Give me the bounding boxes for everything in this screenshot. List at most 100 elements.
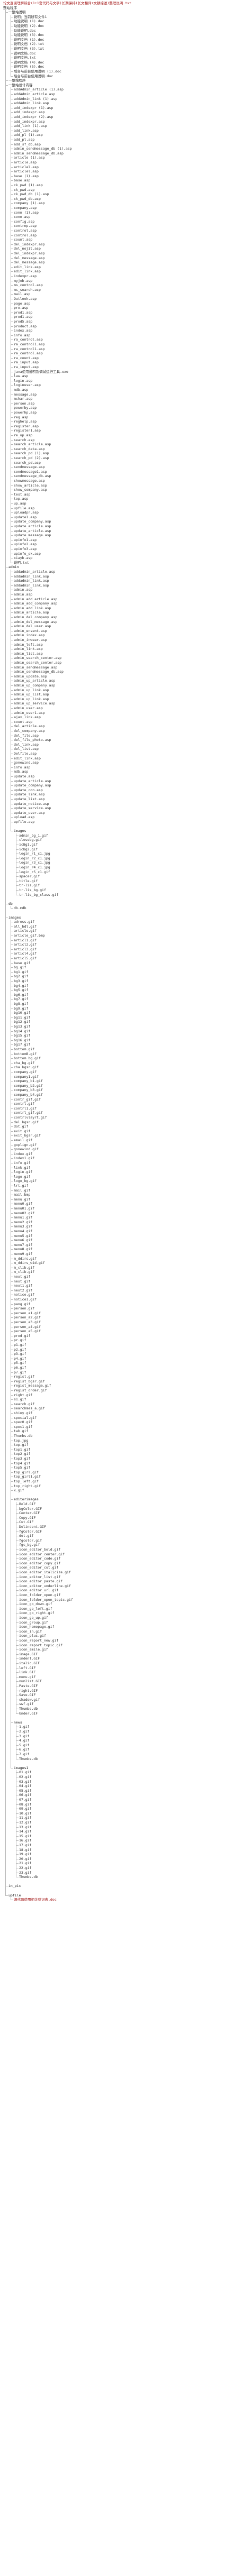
tree-file[interactable]: 说明文档 (3).txt bbox=[14, 47, 44, 51]
tree-file[interactable]: search_pd (2).asp bbox=[14, 456, 49, 461]
tree-file[interactable]: admin_search_center.asp bbox=[14, 661, 61, 665]
tree-file[interactable]: mdb.asp bbox=[14, 388, 28, 392]
tree-file[interactable]: admin_add_company.asp bbox=[14, 601, 57, 606]
tree-file[interactable]: next.gif bbox=[14, 1279, 30, 1284]
tree-file[interactable]: indent.GIF bbox=[19, 1656, 40, 1661]
tree-file[interactable]: Copy.GIF bbox=[19, 1516, 35, 1520]
tree-file[interactable]: mdb.asp bbox=[14, 769, 28, 774]
tree-file[interactable]: loginuser.asp bbox=[14, 383, 41, 388]
tree-file[interactable]: add_indexpr.asp bbox=[14, 110, 45, 115]
tree-file[interactable]: 16.gif bbox=[19, 1838, 31, 1843]
tree-file[interactable]: icBg2.gif bbox=[19, 847, 38, 852]
tree-file[interactable]: re_up.asp bbox=[14, 433, 32, 438]
tree-file[interactable]: db.mdb bbox=[14, 906, 26, 911]
tree-file[interactable]: title.gif bbox=[19, 879, 38, 884]
tree-file[interactable]: 07.gif bbox=[19, 1798, 31, 1802]
tree-file[interactable]: 说明文档.txt bbox=[14, 56, 36, 60]
tree-file[interactable]: top4.gif bbox=[14, 1461, 30, 1466]
tree-file[interactable]: mchar.asp bbox=[14, 397, 32, 401]
tree-file[interactable]: menu0.gif bbox=[14, 1202, 32, 1206]
tree-file[interactable]: bg9.gif bbox=[14, 1006, 28, 1011]
tree-file[interactable]: 19.gif bbox=[19, 1852, 31, 1857]
tree-file[interactable]: ck_pwd.asp bbox=[14, 188, 34, 192]
tree-file[interactable]: admin_add_article.asp bbox=[14, 597, 57, 602]
tree-file[interactable]: icon_smile.gif bbox=[19, 1647, 48, 1652]
tree-file[interactable]: 10.gif bbox=[19, 1811, 31, 1816]
tree-file[interactable]: upload.asp bbox=[14, 815, 34, 820]
tree-file[interactable]: 源代码使用相关登记表.doc bbox=[14, 1897, 57, 1902]
tree-file[interactable]: 21.gif bbox=[19, 1861, 31, 1866]
tree-folder[interactable]: images bbox=[8, 915, 21, 920]
tree-file[interactable]: person_a2.gif bbox=[14, 1315, 41, 1320]
tree-file[interactable]: info.asp bbox=[14, 765, 30, 770]
tree-file[interactable]: article_gif.bmp bbox=[14, 933, 45, 938]
tree-file[interactable]: admin_ensent.asp bbox=[14, 629, 47, 634]
tree-file[interactable]: bg15.gif bbox=[14, 1033, 30, 1038]
tree-file[interactable]: 说明.txt bbox=[14, 561, 29, 565]
tree-file[interactable]: prod5.asp bbox=[14, 319, 32, 324]
tree-file[interactable]: register.asp bbox=[14, 424, 39, 429]
tree-file[interactable]: company (1).asp bbox=[14, 201, 45, 206]
tree-file[interactable]: 功能说明.doc bbox=[14, 29, 36, 33]
tree-file[interactable]: top_right.gif bbox=[14, 1484, 41, 1489]
tree-file[interactable]: addAdmin_link.asp bbox=[14, 101, 49, 106]
tree-file[interactable]: contrlvlayrt.gif bbox=[14, 1115, 47, 1120]
tree-file[interactable]: admin_up_service.asp bbox=[14, 701, 55, 706]
tree-folder[interactable]: 整站程序 bbox=[3, 6, 17, 11]
tree-file[interactable]: Save.GIF bbox=[19, 1693, 35, 1698]
tree-file[interactable]: top_girl1.gif bbox=[14, 1474, 41, 1479]
tree-file[interactable]: update1.asp bbox=[14, 515, 37, 520]
tree-file[interactable]: bg1.gif bbox=[14, 970, 28, 975]
tree-file[interactable]: tr-lis_bg_class.gif bbox=[19, 893, 58, 897]
tree-file[interactable]: bg2.gif bbox=[14, 974, 28, 979]
tree-folder[interactable]: 一整站程序 bbox=[8, 78, 26, 83]
tree-file[interactable]: fgColor.GIF bbox=[19, 1529, 42, 1534]
tree-file[interactable]: del_message.asp bbox=[14, 256, 45, 261]
tree-file[interactable]: admin_inwear.asp bbox=[14, 638, 47, 643]
tree-file[interactable]: update_list.asp bbox=[14, 797, 45, 802]
tree-file[interactable]: next2.gif bbox=[14, 1288, 32, 1293]
tree-file[interactable]: 说明文档 (4).doc bbox=[14, 60, 44, 65]
tree-file[interactable]: update_company.asp bbox=[14, 783, 51, 788]
tree-file[interactable]: m_ddirs_wid.gif bbox=[14, 1261, 45, 1266]
tree-file[interactable]: icon_go_right.gif bbox=[19, 1611, 55, 1616]
tree-file[interactable]: tr-lis.gif bbox=[19, 883, 40, 888]
tree-file[interactable]: goplign.gif bbox=[14, 1143, 37, 1148]
tree-file[interactable]: admin_sendmessage_db.asp bbox=[14, 670, 64, 674]
tree-file[interactable]: update.asp bbox=[14, 774, 34, 779]
tree-file[interactable]: fgcolor.gif bbox=[19, 1538, 42, 1543]
tree-file[interactable]: menu.gif bbox=[19, 1675, 35, 1680]
tree-file[interactable]: control.asp bbox=[14, 228, 37, 233]
tree-file[interactable]: icon_in.gif bbox=[19, 1629, 42, 1634]
tree-file[interactable]: icon_go_up.gif bbox=[19, 1616, 48, 1620]
tree-file[interactable]: closebg.gif bbox=[19, 838, 42, 842]
tree-file[interactable]: 17.gif bbox=[19, 1843, 31, 1848]
tree-file[interactable]: bg.gif bbox=[14, 965, 26, 970]
tree-file[interactable]: java使用说明及调试运行工具.exe bbox=[14, 370, 68, 374]
tree-file[interactable]: regist.gif bbox=[14, 1374, 34, 1379]
tree-file[interactable]: top_girl.gif bbox=[14, 1470, 39, 1475]
tree-file[interactable]: admin_sendmessage_db.asp bbox=[14, 151, 64, 156]
tree-file[interactable]: icon_editor_cut.gif bbox=[19, 1565, 58, 1570]
tree-file[interactable]: config.asp bbox=[14, 219, 34, 224]
tree-file[interactable]: icon_editor_italicize.gif bbox=[19, 1570, 71, 1575]
tree-file[interactable]: update_con.asp bbox=[14, 788, 43, 793]
tree-file[interactable]: pro.asp bbox=[14, 306, 28, 310]
tree-file[interactable]: top1.gif bbox=[14, 1447, 30, 1452]
tree-file[interactable]: top.jpg bbox=[14, 1438, 28, 1443]
tree-file[interactable]: 说明：当前所有文件1 bbox=[14, 15, 47, 20]
tree-file[interactable]: 22.gif bbox=[19, 1866, 31, 1871]
tree-file[interactable]: icon_plus.gif bbox=[19, 1634, 46, 1638]
tree-file[interactable]: menu1.gif bbox=[14, 1215, 32, 1220]
tree-file[interactable]: Thumbs.db bbox=[19, 1707, 38, 1711]
tree-file[interactable]: del_file.asp bbox=[14, 734, 39, 738]
tree-file[interactable]: admin_del_message.asp bbox=[14, 620, 57, 625]
tree-file[interactable]: contrnp.asp bbox=[14, 224, 37, 228]
tree-file[interactable]: update_service.asp bbox=[14, 806, 51, 811]
tree-file[interactable]: addAdmin_article.asp bbox=[14, 92, 55, 97]
tree-file[interactable]: admin_bg_1.gif bbox=[19, 833, 48, 838]
tree-file[interactable]: m_clib.gif bbox=[14, 1270, 34, 1275]
tree-file[interactable]: top5.gif bbox=[14, 1465, 30, 1470]
tree-file[interactable]: next.gif bbox=[14, 1275, 30, 1279]
tree-file[interactable]: Thumbs.db bbox=[19, 1875, 38, 1880]
